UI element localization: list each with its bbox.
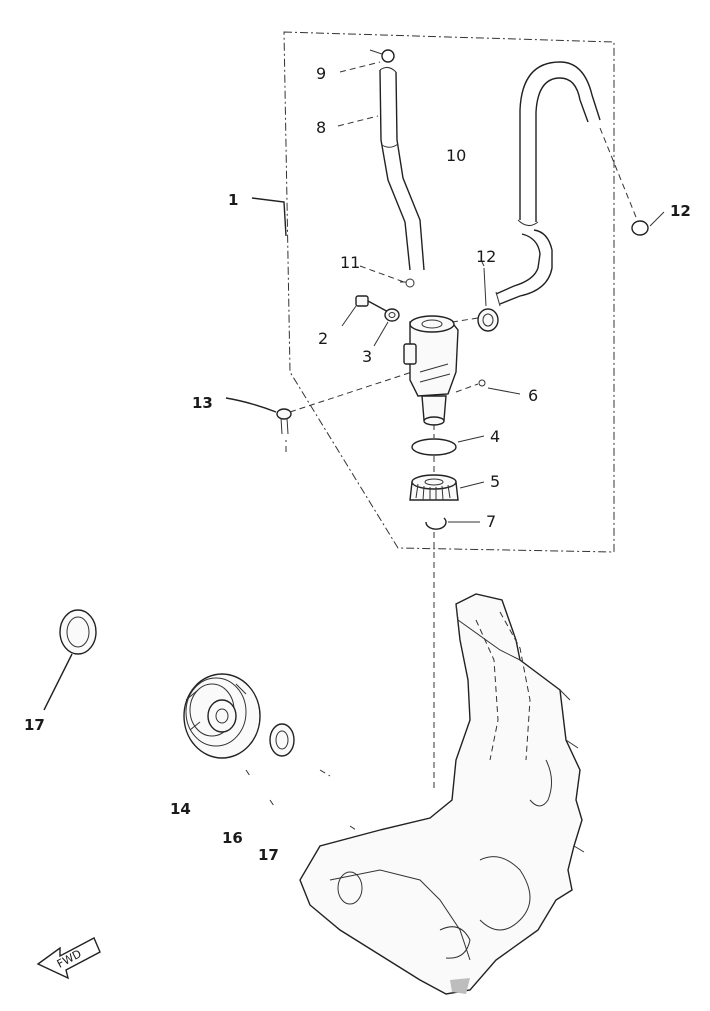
callout-16: 16	[222, 829, 243, 847]
callout-3: 3	[362, 347, 372, 366]
washer-part-3	[373, 308, 400, 347]
callout-7: 7	[486, 512, 496, 531]
pulley-part-14	[183, 673, 261, 759]
callout-5: 5	[490, 472, 500, 491]
drive-gear-part-5	[409, 456, 485, 501]
clip-part-11	[400, 278, 415, 288]
oil-pump-body	[403, 315, 479, 426]
engine-crankcase	[299, 593, 585, 995]
bolt-part-13	[225, 371, 413, 452]
leader-part-9	[339, 61, 381, 73]
callout-12-right: 12	[670, 202, 691, 220]
seal-ring-part-17-left	[43, 609, 97, 711]
o-ring-part-4	[411, 424, 485, 456]
collar-part-12	[477, 267, 499, 332]
hose-part-8	[379, 66, 425, 271]
leader-part-12-top	[481, 261, 485, 267]
seal-ring-part-17-bottom	[245, 723, 357, 831]
callout-14: 14	[170, 800, 191, 818]
callout-13: 13	[192, 394, 213, 412]
leader-part-8	[337, 115, 379, 127]
callout-2: 2	[318, 329, 328, 348]
clamp-part-12-right	[599, 127, 665, 236]
leader-part-11	[359, 265, 405, 283]
callout-12-top: 12	[476, 247, 496, 266]
hose-part-10	[495, 61, 601, 307]
callout-6: 6	[528, 386, 538, 405]
callout-8: 8	[316, 118, 326, 137]
callout-9: 9	[316, 64, 326, 83]
clip-part-9	[369, 49, 395, 63]
screw-part-2	[341, 295, 393, 327]
fwd-arrow-label: FWD	[55, 947, 84, 971]
assembly-boundary	[283, 31, 615, 553]
callout-1: 1	[228, 191, 238, 209]
circlip-part-7	[425, 517, 480, 790]
callout-11: 11	[340, 253, 360, 272]
callout-4: 4	[490, 427, 500, 446]
fwd-arrow-icon	[36, 937, 101, 980]
leader-part-1	[251, 197, 287, 237]
pin-part-6	[455, 379, 521, 395]
callout-17-left: 17	[24, 716, 45, 734]
callout-10: 10	[446, 146, 466, 165]
callout-17-bottom: 17	[258, 846, 279, 864]
